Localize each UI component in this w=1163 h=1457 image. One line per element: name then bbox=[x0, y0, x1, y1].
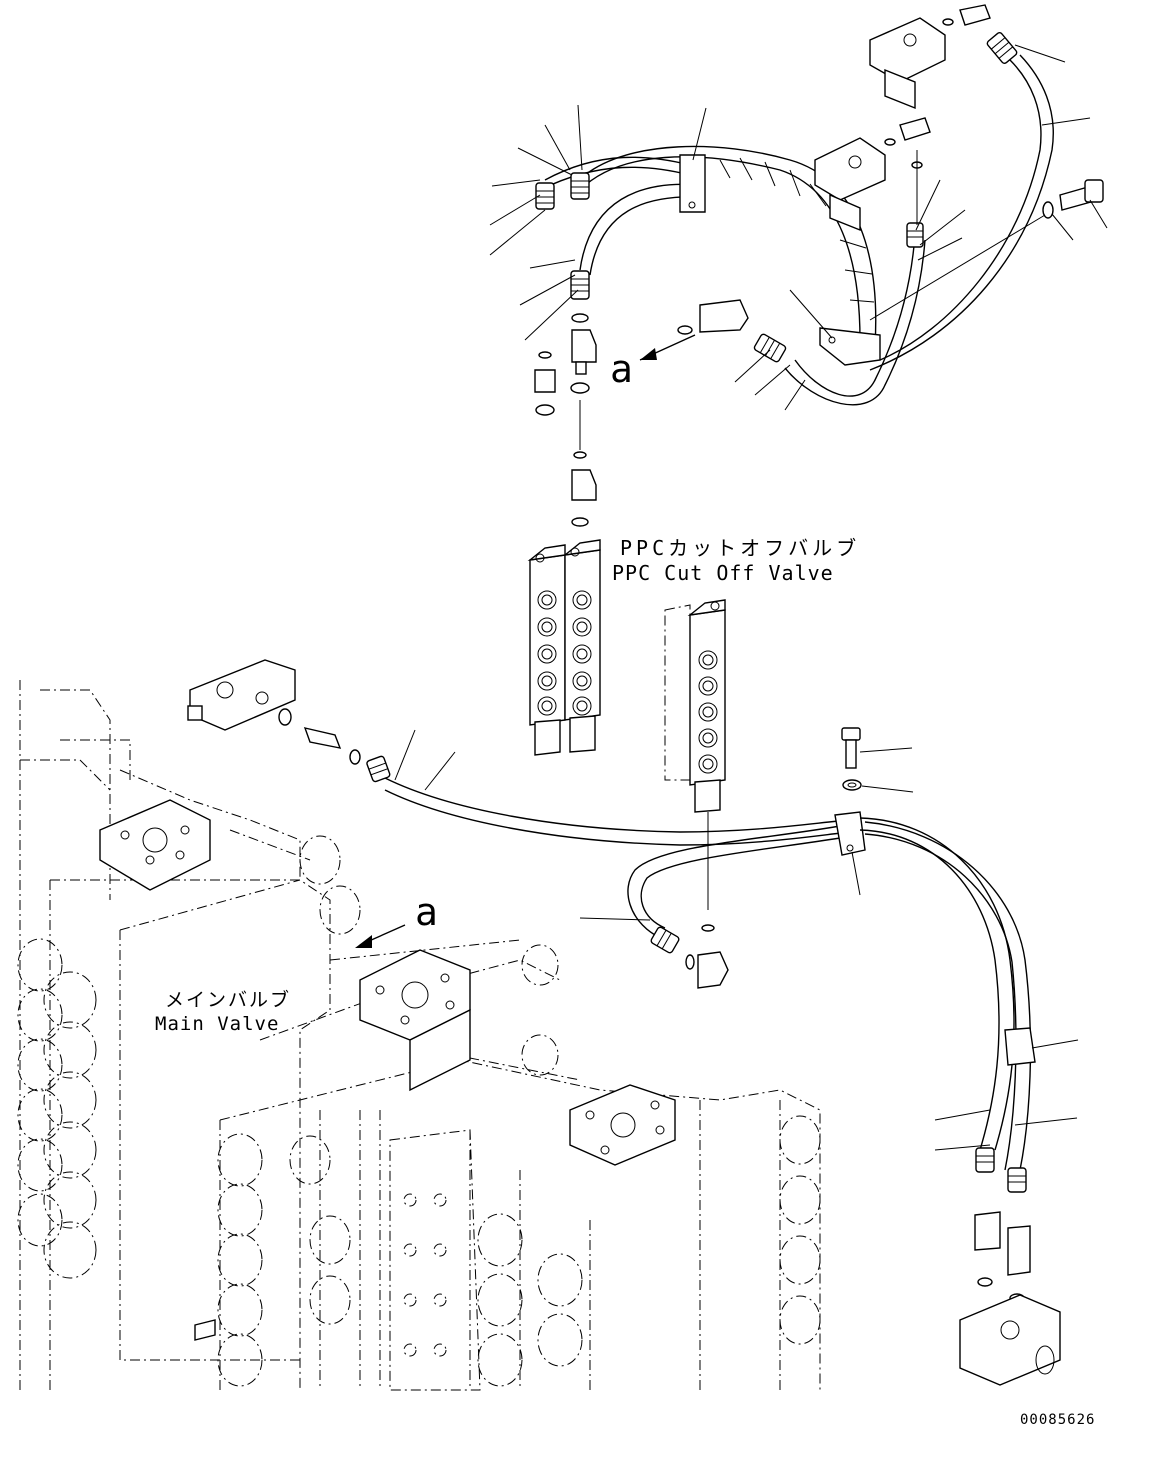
view-arrow-a-bottom bbox=[355, 924, 406, 948]
drawing-number: 00085626 bbox=[1020, 1412, 1095, 1428]
hose-clamp-upper bbox=[679, 154, 706, 213]
lower-fittings bbox=[187, 659, 1061, 1386]
upper-hose-bundle bbox=[539, 54, 1054, 406]
main-valve-label-jp: メインバルブ bbox=[165, 988, 291, 1011]
main-valve-port-block-center bbox=[359, 949, 471, 1092]
leader-lines-lower bbox=[394, 729, 1079, 1151]
main-valve-port-block-left bbox=[99, 799, 211, 891]
ppc-cut-off-valve-left bbox=[527, 539, 601, 756]
hose-clamp-right bbox=[819, 327, 881, 366]
ppc-cut-off-valve-right bbox=[664, 599, 726, 910]
view-a-label-bottom: a bbox=[415, 890, 438, 934]
hose-clamp-pair bbox=[1004, 1027, 1036, 1066]
hose-clamp-lower bbox=[834, 811, 866, 856]
main-valve-port-block-right bbox=[569, 1084, 676, 1166]
leader-lines-upper bbox=[489, 44, 1108, 411]
view-a-label-top: a bbox=[610, 347, 633, 391]
lower-hose-assembly bbox=[384, 777, 1036, 1171]
elbow-adapter-view-a bbox=[639, 299, 749, 361]
hose-fittings-upper-left bbox=[535, 32, 1018, 363]
top-right-junction-blocks bbox=[814, 4, 1104, 232]
ppc-valve-label-en: PPC Cut Off Valve bbox=[612, 561, 834, 585]
main-valve-assembly bbox=[17, 680, 821, 1391]
adapter-stack-left bbox=[534, 313, 597, 527]
ppc-valve-label-jp: PPCカットオフバルブ bbox=[620, 536, 860, 560]
main-valve-label-en: Main Valve bbox=[155, 1013, 279, 1035]
